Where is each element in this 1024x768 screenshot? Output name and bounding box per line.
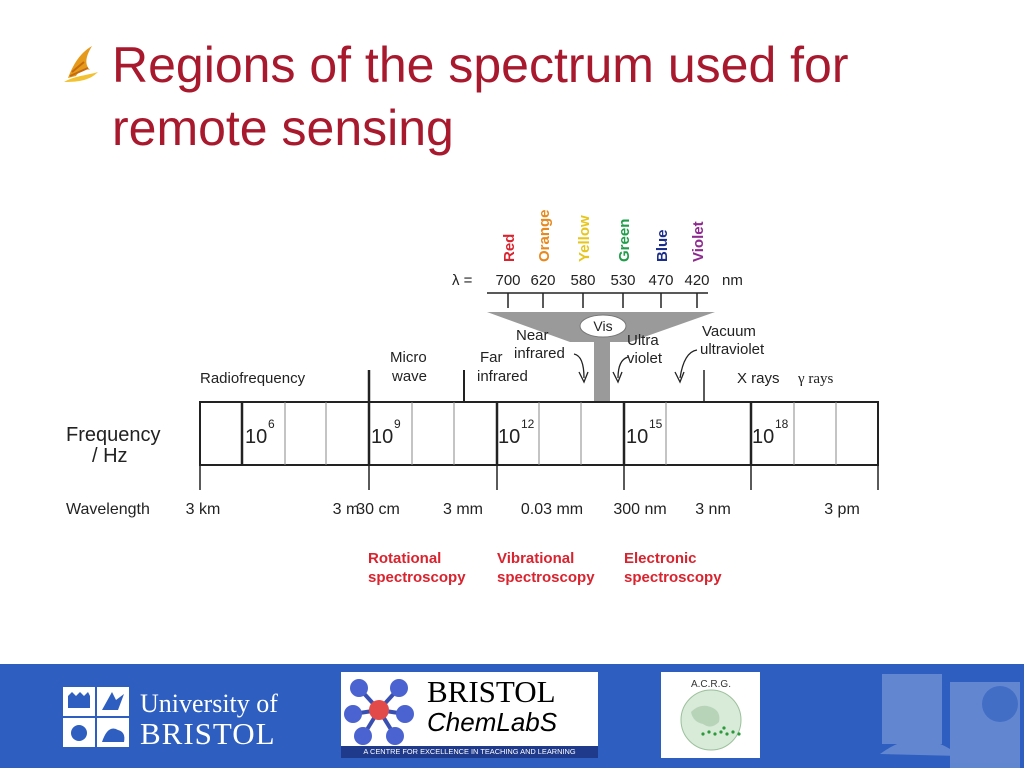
chemlabs-bristol-text: BRISTOL	[427, 674, 556, 709]
page-title: Regions of the spectrum used for remote …	[112, 37, 849, 156]
frequency-label-1: Frequency	[66, 424, 161, 446]
vacuum-uv-arrow	[679, 349, 698, 379]
microwave-label-2: wave	[391, 368, 427, 385]
vacuum-uv-label-1: Vacuum	[702, 323, 756, 340]
vis-bubble	[579, 314, 627, 338]
color-label-violet: Violet	[690, 221, 707, 262]
globe-icon: A.C.R.G.	[680, 679, 742, 751]
wavelength-tick-label: 3 km	[186, 501, 221, 518]
frequency-tick-base: 10	[498, 426, 520, 448]
bristol-chemlabs-logo: BRISTOL ChemLabS A CENTRE FOR EXCELLENCE…	[341, 672, 598, 758]
acrg-logo: A.C.R.G.	[661, 672, 760, 758]
molecule-icon	[344, 679, 414, 745]
lambda-value: 700	[495, 272, 520, 289]
lambda-value: 580	[570, 272, 595, 289]
frequency-tick-base: 10	[245, 426, 267, 448]
frequency-tick-exponent: 15	[649, 417, 663, 431]
lambda-value: 420	[684, 272, 709, 289]
spectroscopy-label-line2: spectroscopy	[624, 569, 722, 586]
spectroscopy-label-line1: Electronic	[624, 550, 697, 567]
vis-label: Vis	[593, 318, 612, 334]
spectroscopy-label-line1: Vibrational	[497, 550, 574, 567]
color-label-yellow: Yellow	[576, 215, 593, 262]
far-infrared-label-1: Far	[480, 349, 503, 366]
acrg-text: A.C.R.G.	[691, 679, 731, 690]
wavelength-tick-label: 3 mm	[443, 501, 483, 518]
wavelength-tick-label: 3 m	[333, 501, 360, 518]
frequency-tick-base: 10	[752, 426, 774, 448]
lambda-value: 470	[648, 272, 673, 289]
near-infrared-arrowhead	[578, 371, 589, 384]
frequency-tick-exponent: 6	[268, 417, 275, 431]
lambda-value: 530	[610, 272, 635, 289]
wavelength-tick-label: 3 nm	[695, 501, 731, 518]
frequency-tick-exponent: 12	[521, 417, 535, 431]
crest-watermark	[880, 674, 1020, 768]
color-label-orange: Orange	[536, 209, 553, 262]
frequency-label-2: / Hz	[92, 445, 128, 467]
university-of-bristol-logo: University of BRISTOL	[62, 686, 312, 751]
lambda-value: 620	[530, 272, 555, 289]
spectroscopy-label-line2: spectroscopy	[368, 569, 466, 586]
chemlabs-name-text: ChemLabS	[427, 707, 558, 737]
chemlabs-tagline: A CENTRE FOR EXCELLENCE IN TEACHING AND …	[341, 746, 598, 758]
color-label-red: Red	[501, 234, 518, 262]
near-infrared-label-1: Near	[516, 327, 549, 344]
gamma-ray-label: γ rays	[797, 371, 834, 387]
near-infrared-label-2: infrared	[514, 345, 565, 362]
frequency-tick-exponent: 18	[775, 417, 789, 431]
wavelength-tick-label: 300 nm	[613, 501, 666, 518]
frequency-tick-exponent: 9	[394, 417, 401, 431]
spectrum-diagram: Vis λ = nm 700 620 580 530 470 420 Red Orange Y…	[66, 209, 879, 586]
spectroscopy-label-line1: Rotational	[368, 550, 441, 567]
lambda-label: λ =	[452, 272, 473, 289]
wavelength-label: Wavelength	[66, 501, 150, 518]
uob-line1: University of	[140, 689, 278, 718]
frequency-tick-base: 10	[626, 426, 648, 448]
flame-bullet-icon	[64, 46, 98, 82]
far-infrared-label-2: infrared	[477, 368, 528, 385]
microwave-label-1: Micro	[390, 349, 427, 366]
wavelength-tick-label: 0.03 mm	[521, 501, 583, 518]
near-infrared-arrow	[573, 353, 585, 379]
footer-bar: University of BRISTOL BRISTOL ChemLabS A…	[0, 664, 1024, 768]
color-label-green: Green	[616, 219, 633, 262]
wavelength-tick-label: 3 pm	[824, 501, 860, 518]
ultraviolet-arrowhead	[612, 371, 623, 384]
wavelength-tick-label: 30 cm	[356, 501, 400, 518]
ultraviolet-arrow	[617, 356, 629, 379]
spectroscopy-label-line2: spectroscopy	[497, 569, 595, 586]
ultraviolet-label-1: Ultra	[627, 332, 659, 349]
color-label-blue: Blue	[654, 229, 671, 262]
radiofrequency-label: Radiofrequency	[200, 370, 306, 387]
visible-funnel	[487, 312, 715, 404]
bristol-crest-icon	[63, 687, 129, 747]
vacuum-uv-label-2: ultraviolet	[700, 341, 765, 358]
vacuum-uv-arrowhead	[674, 371, 685, 384]
ultraviolet-label-2: violet	[627, 350, 663, 367]
lambda-unit: nm	[722, 272, 743, 289]
xray-label: X rays	[737, 370, 780, 387]
frequency-tick-base: 10	[371, 426, 393, 448]
uob-line2: BRISTOL	[140, 716, 276, 751]
